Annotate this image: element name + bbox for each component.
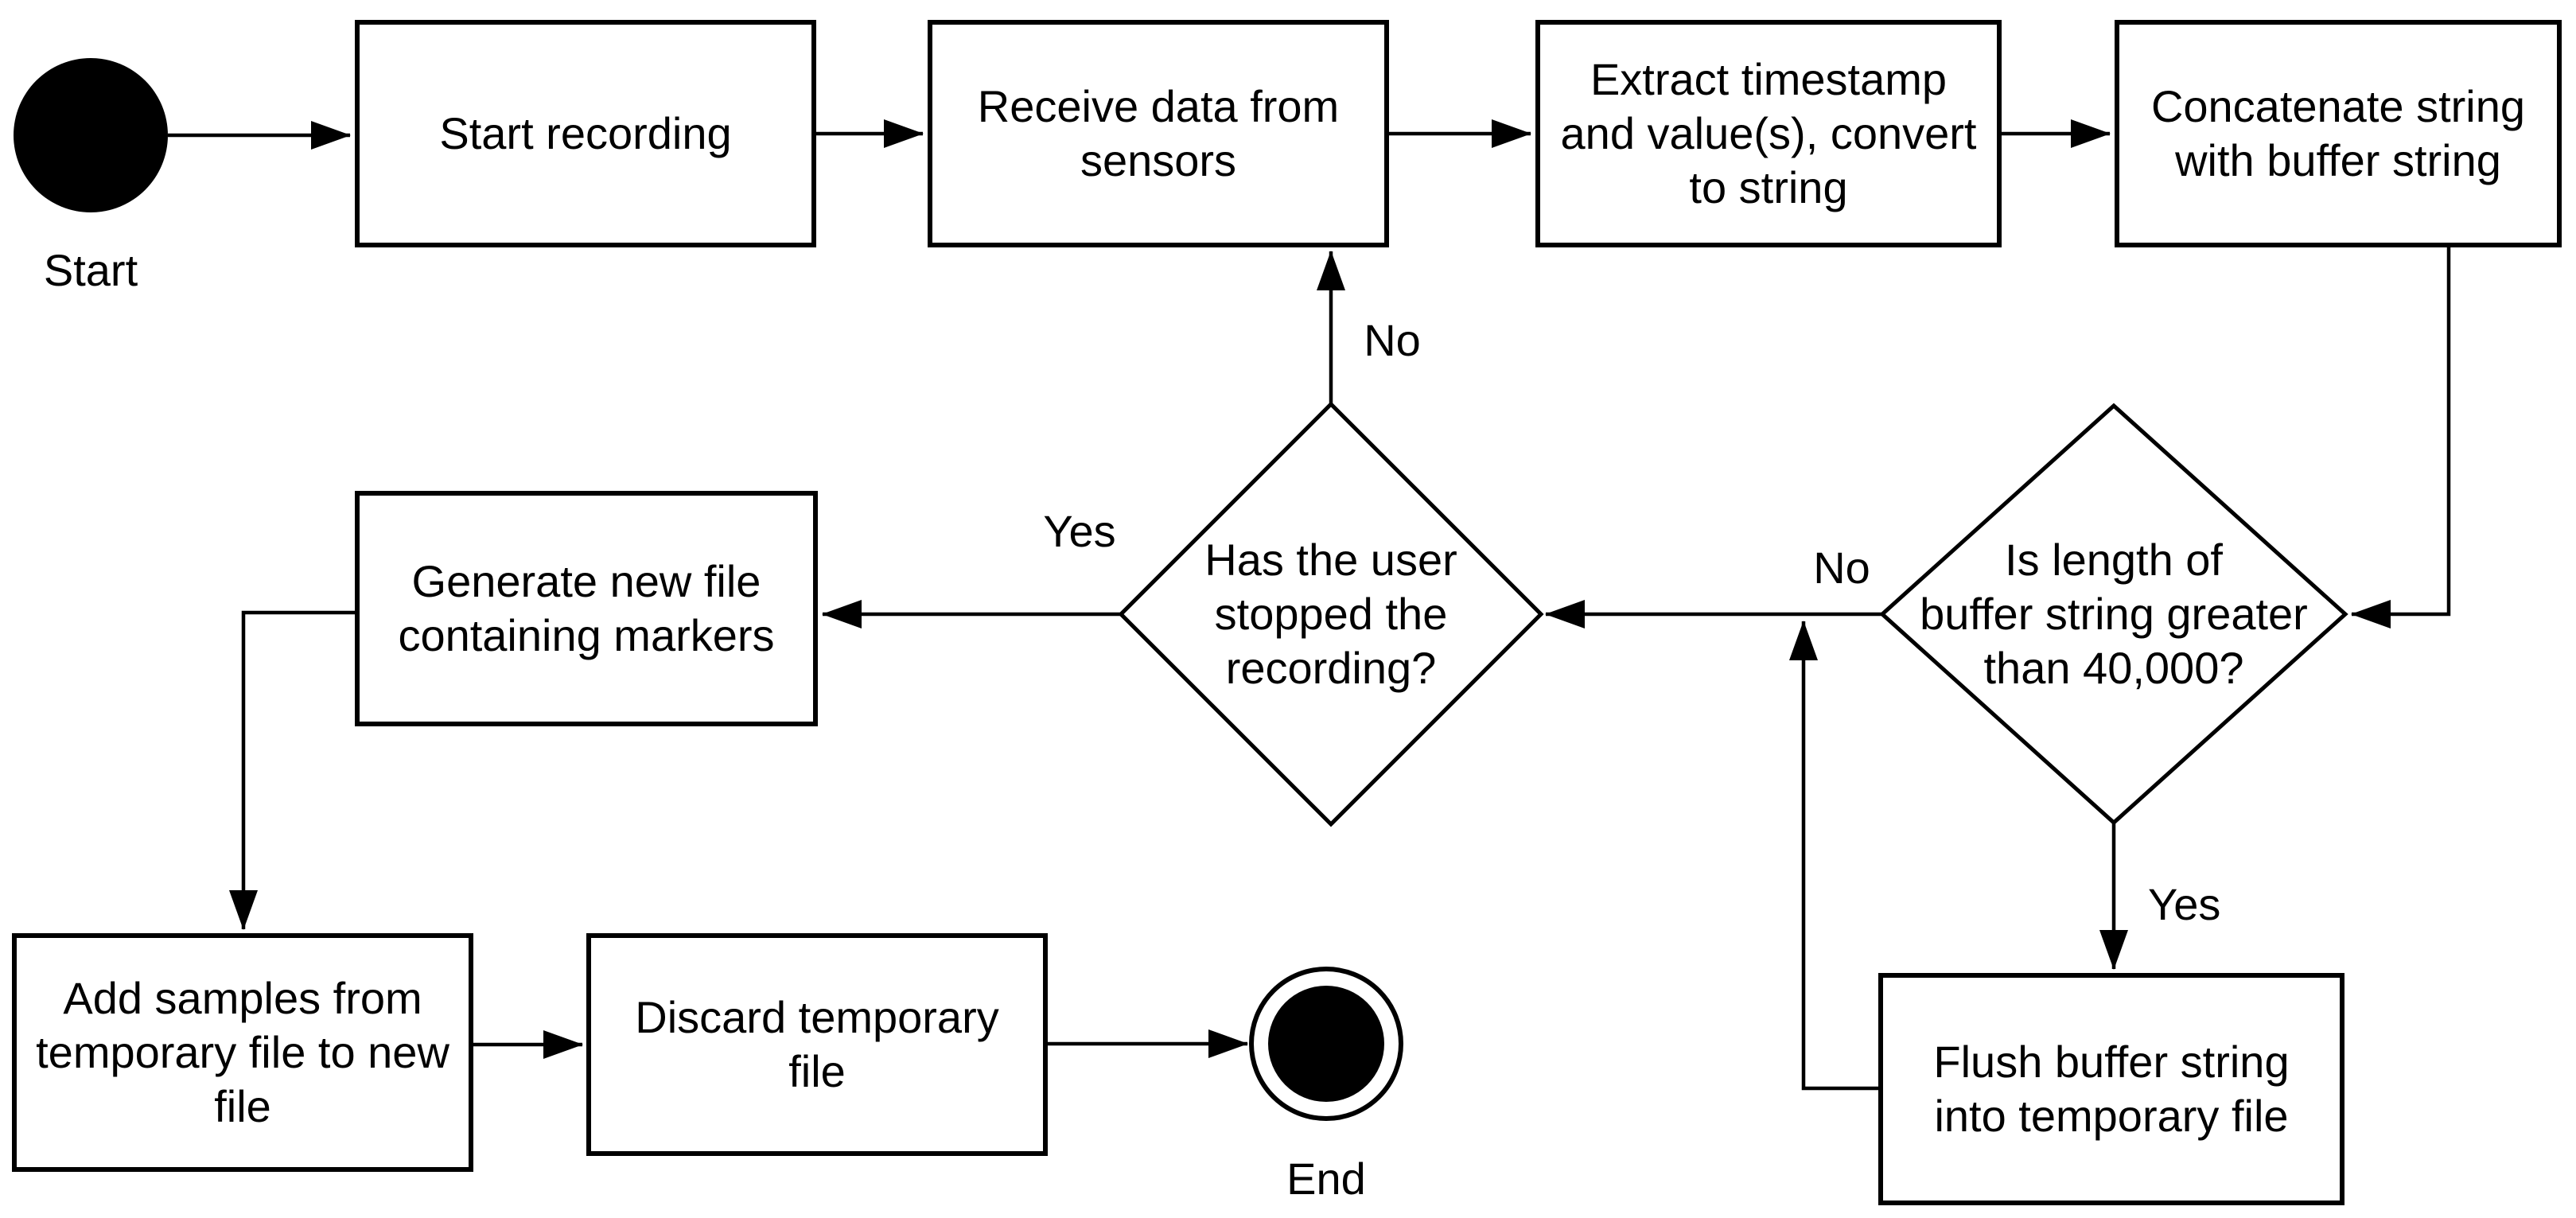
process-label-discard-temp: Discard temporary file xyxy=(635,992,999,1096)
edge-label-yes-user-check: Yes xyxy=(1043,506,1116,556)
process-box-add-samples: Add samples from temporary file to new f… xyxy=(12,933,473,1172)
process-box-extract-timestamp: Extract timestamp and value(s), convert … xyxy=(1535,20,2002,247)
process-box-concatenate: Concatenate string with buffer string xyxy=(2115,20,2562,247)
edge-label-no-buffer-check: No xyxy=(1813,543,1870,593)
process-box-discard-temp: Discard temporary file xyxy=(586,933,1048,1156)
start-node-icon xyxy=(14,58,168,212)
edge-label-no-user-check: No xyxy=(1364,315,1421,365)
process-box-flush-buffer: Flush buffer string into temporary file xyxy=(1878,973,2344,1205)
edge-label-yes-buffer-check: Yes xyxy=(2148,879,2221,929)
process-label-concatenate: Concatenate string with buffer string xyxy=(2150,81,2526,185)
process-label-add-samples: Add samples from temporary file to new f… xyxy=(36,973,449,1131)
flow-arrow-concatenate-to-buffer-check xyxy=(2351,247,2451,628)
process-label-extract-timestamp: Extract timestamp and value(s), convert … xyxy=(1560,54,1977,212)
decision-label-user-stopped: Has the user stopped the recording? xyxy=(1204,535,1457,693)
start-terminator-label: Start xyxy=(43,245,138,295)
end-terminator-label: End xyxy=(1286,1154,1366,1204)
process-box-receive-data: Receive data from sensors xyxy=(928,20,1389,247)
process-label-start-recording: Start recording xyxy=(439,108,732,158)
end-node-inner-dot xyxy=(1268,986,1384,1102)
flow-arrow-generate-to-add-samples xyxy=(229,610,355,930)
process-box-start-recording: Start recording xyxy=(355,20,816,247)
process-label-generate-file: Generate new file containing markers xyxy=(398,556,775,660)
flow-arrow-flush-back-to-no-line xyxy=(1789,621,1878,1091)
process-box-generate-file: Generate new file containing markers xyxy=(355,491,818,726)
decision-diamond-user-stopped xyxy=(1118,401,1544,827)
process-label-receive-data: Receive data from sensors xyxy=(977,81,1340,185)
process-label-flush-buffer: Flush buffer string into temporary file xyxy=(1933,1037,2290,1141)
decision-label-buffer-length: Is length of buffer string greater than … xyxy=(1920,535,2308,693)
